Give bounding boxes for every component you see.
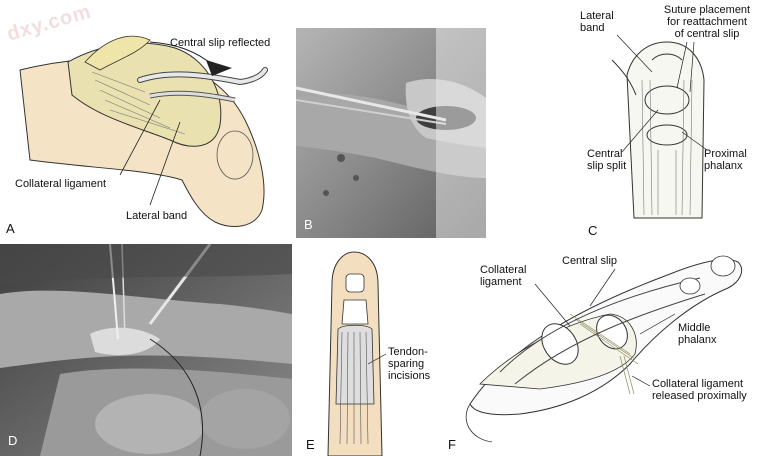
panel-d-photo: D xyxy=(0,244,292,456)
label-lateral-band-line1: Lateral xyxy=(580,10,614,22)
panel-a-illustration: Central slip reflected Collateral ligame… xyxy=(0,0,290,240)
panel-c-drawing xyxy=(611,34,708,219)
label-proximal-line2: phalanx xyxy=(704,160,743,172)
panel-b-photo: B xyxy=(296,28,486,238)
panel-f-illustration: Central slip Collateral ligament Middle … xyxy=(440,244,762,456)
label-suture-line3: of central slip xyxy=(674,28,740,40)
label-collateral-ligament-a: Collateral ligament xyxy=(15,178,107,190)
label-collateral-line2: ligament xyxy=(480,276,522,288)
label-collateral-line1: Collateral xyxy=(480,264,527,276)
label-suture-line2: for reattachment xyxy=(666,16,748,28)
panel-a-drawing xyxy=(19,35,268,227)
label-collateral-ligament-f: Collateral ligament xyxy=(480,264,526,288)
label-tendon-line1: Tendon- xyxy=(388,346,428,358)
label-central-slip-reflected: Central slip reflected xyxy=(170,37,271,49)
label-released-line2: released proximally xyxy=(652,390,747,402)
panel-letter-c: C xyxy=(588,223,598,238)
label-middle-line2: phalanx xyxy=(678,334,717,346)
panel-letter-e: E xyxy=(306,437,315,452)
label-middle-phalanx: Middle phalanx xyxy=(678,322,717,346)
panel-letter-b: B xyxy=(304,217,313,232)
label-released-line1: Collateral ligament xyxy=(652,378,744,390)
panel-c-illustration: Lateral band Suture placement for reatta… xyxy=(572,0,762,242)
panel-letter-d: D xyxy=(8,433,18,448)
label-central-split-line2: slip split xyxy=(587,160,627,172)
label-middle-line1: Middle xyxy=(678,322,711,334)
panel-letter-f: F xyxy=(448,437,456,452)
panel-b-drawing xyxy=(296,28,486,238)
panel-d-drawing xyxy=(0,244,292,456)
label-tendon-line2: sparing xyxy=(388,358,425,370)
label-tendon-line3: incisions xyxy=(388,370,431,382)
label-central-split-line1: Central xyxy=(587,148,623,160)
panel-e-drawing xyxy=(327,251,387,456)
label-lateral-band-c: Lateral band xyxy=(580,10,614,34)
panel-e-illustration: Tendon- sparing incisions E xyxy=(296,244,446,456)
label-central-slip-f: Central slip xyxy=(562,255,618,267)
panel-letter-a: A xyxy=(6,221,15,236)
label-lateral-band-a: Lateral band xyxy=(126,210,188,222)
panel-f-drawing xyxy=(465,255,743,443)
label-suture-placement: Suture placement for reattachment of cen… xyxy=(654,4,760,40)
label-suture-line1: Suture placement xyxy=(663,4,751,16)
label-central-slip-split: Central slip split xyxy=(587,148,626,172)
label-collateral-released: Collateral ligament released proximally xyxy=(652,378,747,402)
label-tendon-sparing-incisions: Tendon- sparing incisions xyxy=(388,346,430,382)
label-proximal-phalanx: Proximal phalanx xyxy=(704,148,747,172)
label-lateral-band-line2: band xyxy=(580,22,605,34)
label-proximal-line1: Proximal xyxy=(704,148,747,160)
